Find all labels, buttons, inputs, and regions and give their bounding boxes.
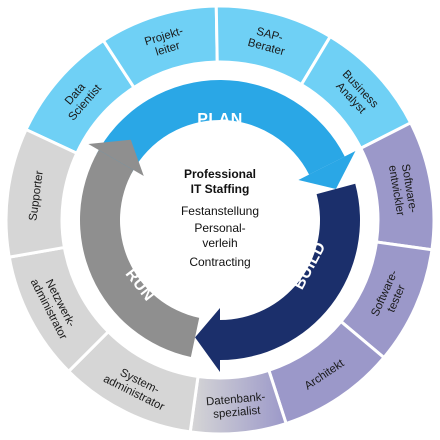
role-label-datenbankspezialist: Datenbank-spezialist: [206, 391, 268, 421]
outer-role-ring: DataScientistProjekt-leiterSAP-BeraterBu…: [4, 4, 436, 436]
cycle-arrows: [80, 80, 360, 372]
center-item-verleih: verleih: [202, 236, 237, 250]
plan-arrow-head: [298, 150, 356, 189]
build-arrow: [195, 183, 360, 372]
role-segment-supporter: Supporter: [4, 127, 79, 259]
role-label-line: Datenbank-: [206, 391, 266, 408]
role-label-softwaretester: Software-tester: [369, 268, 412, 323]
plan-arrow: [96, 80, 356, 189]
role-segment-shape: [4, 127, 79, 259]
run-arrow-head: [88, 139, 144, 176]
plan-arrow-body: [96, 80, 345, 175]
center-disc: [134, 134, 306, 306]
run-arrow: [80, 139, 200, 357]
center-item-contracting: Contracting: [189, 255, 250, 269]
role-segment-architekt: Architekt: [266, 319, 387, 426]
center-item-personal: Personal-: [194, 221, 245, 235]
center-title-line1: Professional: [184, 167, 256, 181]
build-arrow-head: [195, 308, 220, 372]
role-segment-softwareentwickler: Software-entwickler: [358, 120, 436, 252]
role-segment-business-analyst: BusinessAnalyst: [299, 34, 413, 151]
run-arrow-body: [80, 150, 200, 357]
center-item-festanstellung: Festanstellung: [181, 204, 259, 218]
center-title-line2: IT Staffing: [191, 182, 250, 196]
role-segment-projektleiter: Projekt-leiter: [101, 4, 219, 90]
phase-label-plan: PLAN: [197, 111, 243, 128]
role-label-line: spezialist: [213, 405, 262, 421]
center-circle: Professional IT Staffing Festanstellung …: [134, 134, 306, 306]
role-segment-data-scientist: DataScientist: [24, 38, 137, 156]
build-arrow-body: [220, 183, 360, 360]
role-segment-datenbankspezialist: Datenbank-spezialist: [188, 368, 289, 436]
